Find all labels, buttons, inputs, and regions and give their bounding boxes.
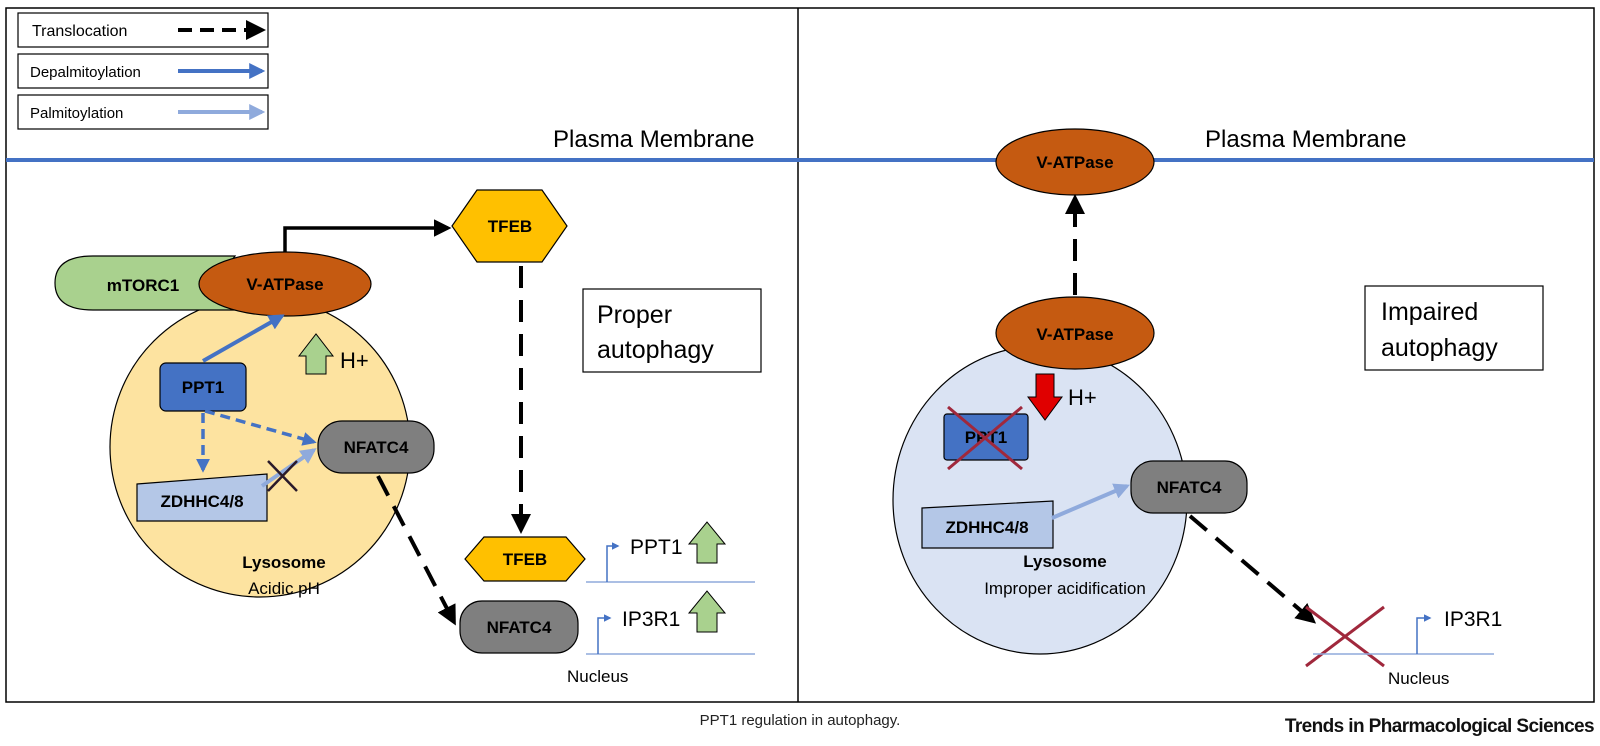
right-zdhhc-label: ZDHHC4/8 bbox=[945, 518, 1028, 537]
right-nfatc4-label: NFATC4 bbox=[1157, 478, 1222, 497]
right-nfatc4-box bbox=[1130, 460, 1248, 514]
legend-palmitoylation-label: Palmitoylation bbox=[30, 105, 123, 122]
left-lysosome-title: Lysosome bbox=[242, 553, 325, 572]
left-lysosome-subtitle: Acidic pH bbox=[248, 579, 320, 598]
vatpase-to-tfeb-connector bbox=[283, 219, 452, 252]
gene-ppt1-label: PPT1 bbox=[630, 536, 683, 559]
ppt1-to-vatpase-arrow bbox=[202, 314, 285, 363]
right-gene-ip3r1-promoter-arrow-icon bbox=[1416, 614, 1432, 654]
left-nfatc4-nucleus-box bbox=[459, 600, 579, 654]
left-state-box bbox=[582, 288, 762, 373]
right-lysosome-subtitle: Improper acidification bbox=[984, 579, 1146, 598]
left-nucleus-label: Nucleus bbox=[567, 667, 628, 686]
right-vatpase-lysosome-label: V-ATPase bbox=[1036, 325, 1113, 344]
legend-translocation-label: Translocation bbox=[32, 23, 127, 40]
left-nfatc4-lysosome-box bbox=[317, 420, 435, 474]
right-vatpase-lysosome bbox=[995, 296, 1155, 370]
left-zdhhc-label: ZDHHC4/8 bbox=[160, 492, 243, 511]
tfeb-top-hexagon bbox=[451, 189, 568, 263]
gene-ppt1-up-arrow-icon bbox=[687, 521, 727, 564]
left-ppt1-box bbox=[159, 362, 247, 412]
tfeb-nucleus-hexagon bbox=[464, 536, 586, 582]
right-gene-ip3r1-label: IP3R1 bbox=[1444, 608, 1502, 631]
legend-depalmitoylation-label: Depalmitoylation bbox=[30, 64, 141, 81]
gene-ip3r1-promoter-arrow-icon bbox=[597, 614, 612, 654]
tfeb-nucleus-label: TFEB bbox=[503, 550, 547, 569]
right-nucleus-label: Nucleus bbox=[1388, 669, 1449, 688]
right-h-plus-down-arrow-icon bbox=[1027, 373, 1063, 421]
left-zdhhc-shape bbox=[136, 473, 268, 522]
right-h-plus-label: H+ bbox=[1068, 385, 1097, 410]
right-zdhhc-to-nfatc4-arrow bbox=[1051, 483, 1130, 520]
ppt1-to-nfatc4-arrow bbox=[204, 409, 317, 446]
ppt1-absent-cross-icon bbox=[947, 405, 1023, 471]
left-nfatc4-nucleus-label: NFATC4 bbox=[487, 618, 552, 637]
mtorc1-label: mTORC1 bbox=[107, 276, 179, 295]
left-membrane-label: Plasma Membrane bbox=[553, 126, 754, 153]
left-ppt1-label: PPT1 bbox=[182, 378, 225, 397]
legend: Translocation Depalmitoylation Palmitoyl… bbox=[17, 12, 269, 130]
right-lysosome-title: Lysosome bbox=[1023, 552, 1106, 571]
gene-ip3r1-label: IP3R1 bbox=[622, 608, 680, 631]
gene-ip3r1-up-arrow-icon bbox=[687, 590, 727, 633]
right-state-box bbox=[1364, 285, 1544, 371]
right-membrane-label: Plasma Membrane bbox=[1205, 126, 1406, 153]
left-h-plus-up-arrow-icon bbox=[297, 333, 335, 375]
journal-name: Trends in Pharmacological Sciences bbox=[1284, 716, 1595, 737]
right-state-line1: Impaired bbox=[1381, 298, 1478, 326]
blocked-palmitoylation-cross-icon bbox=[267, 460, 298, 492]
right-vatpase-membrane-label: V-ATPase bbox=[1036, 153, 1113, 172]
figure-caption: PPT1 regulation in autophagy. bbox=[699, 712, 901, 729]
nfatc4-blocked-cross-icon bbox=[1305, 605, 1385, 668]
left-vatpase-label: V-ATPase bbox=[246, 275, 323, 294]
left-state-line1: Proper bbox=[597, 301, 672, 329]
right-zdhhc-shape bbox=[921, 500, 1054, 549]
gene-ppt1-promoter-arrow-icon bbox=[606, 542, 620, 582]
right-nfatc4-translocation-arrow bbox=[1188, 514, 1317, 624]
tfeb-top-label: TFEB bbox=[488, 217, 532, 236]
left-state-line2: autophagy bbox=[597, 336, 714, 364]
left-h-plus-label: H+ bbox=[340, 348, 369, 373]
zdhhc-to-nfatc4-arrow bbox=[260, 448, 317, 488]
right-state-line2: autophagy bbox=[1381, 334, 1498, 362]
nfatc4-translocation-arrow bbox=[376, 475, 456, 626]
left-nfatc4-lysosome-label: NFATC4 bbox=[344, 438, 409, 457]
